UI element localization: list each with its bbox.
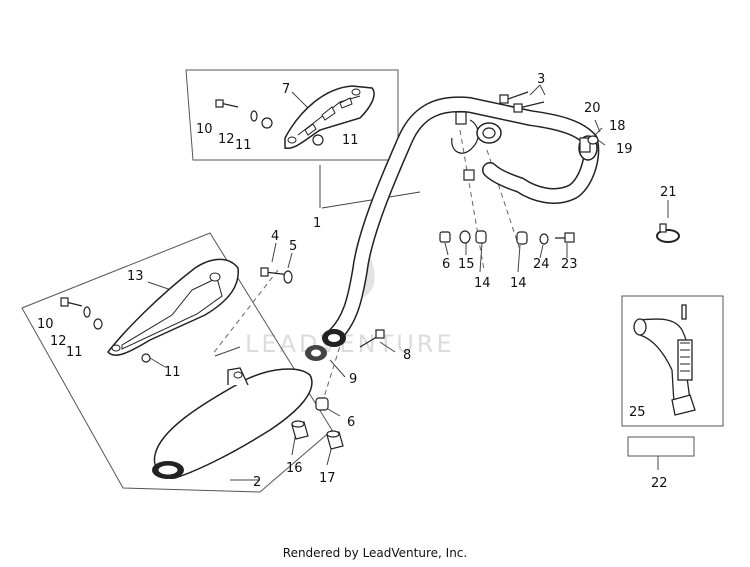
part-label: 22 <box>651 476 668 491</box>
part-label: 11 <box>342 133 359 148</box>
muffler-callout-box <box>21 232 333 493</box>
part-label: 23 <box>561 257 578 272</box>
part-label: 6 <box>347 415 355 430</box>
part-label: 11 <box>164 365 181 380</box>
part-label: 11 <box>235 138 252 153</box>
mounting-hardware <box>439 230 575 245</box>
upper-box-hardware <box>215 99 324 146</box>
part-label: 6 <box>442 257 450 272</box>
part-label: 5 <box>289 239 297 254</box>
part-label: 19 <box>616 142 633 157</box>
footer-credit: Rendered by LeadVenture, Inc. <box>282 546 468 560</box>
catalytic-kit-box <box>621 295 724 427</box>
sensor-parts <box>579 135 599 153</box>
part-label: 21 <box>660 185 677 200</box>
part-label: 9 <box>349 372 357 387</box>
heatshield-upper <box>284 85 375 149</box>
part-labels: 1 2 3 4 5 6 6 7 8 9 10 10 11 11 11 11 12… <box>37 72 677 491</box>
part-label: 3 <box>537 72 545 87</box>
muffler <box>152 367 313 479</box>
part-label: 12 <box>50 334 67 349</box>
leader-lines <box>144 84 669 481</box>
part-label: 20 <box>584 101 601 116</box>
part-label: 13 <box>127 269 144 284</box>
part-label: 18 <box>609 119 626 134</box>
heatshield-lower <box>107 258 239 356</box>
lower-box-hardware <box>60 297 151 363</box>
part-label: 16 <box>286 461 303 476</box>
part-label: 4 <box>271 229 279 244</box>
part-label: 10 <box>196 122 213 137</box>
muffler-mount-hardware <box>291 397 344 450</box>
part-label: 17 <box>319 471 336 486</box>
header-pipe <box>322 96 600 347</box>
part-label: 12 <box>218 132 235 147</box>
part-label: 10 <box>37 317 54 332</box>
part-label: 11 <box>66 345 83 360</box>
clamp <box>656 223 680 243</box>
part-label: 2 <box>253 475 261 490</box>
part-label: 15 <box>458 257 475 272</box>
part-label: 8 <box>403 348 411 363</box>
gasket <box>305 345 327 361</box>
bolts <box>260 91 545 348</box>
part-label: 1 <box>313 216 321 231</box>
part-label: 25 <box>629 405 646 420</box>
part-label: 24 <box>533 257 550 272</box>
part-22-label-plate <box>627 436 695 457</box>
catalytic-kit <box>633 304 696 416</box>
part-label: 7 <box>282 82 290 97</box>
watermark-text: LEADVENTURE <box>245 330 455 358</box>
part-label: 14 <box>474 276 491 291</box>
part-label: 14 <box>510 276 527 291</box>
